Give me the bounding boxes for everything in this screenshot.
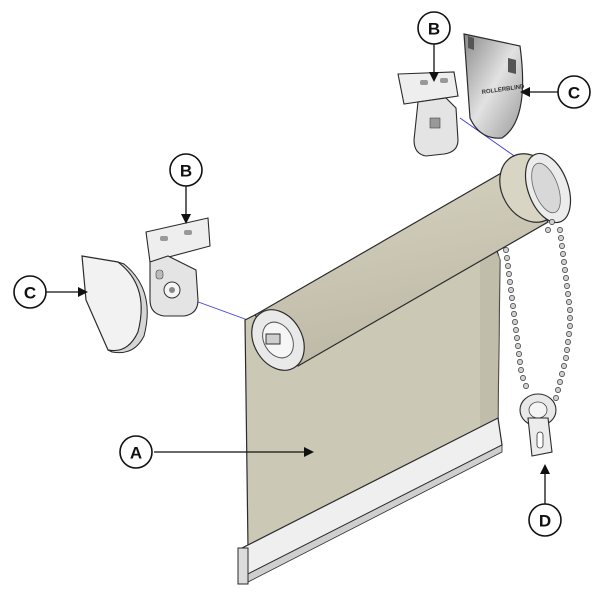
roller-tube <box>251 152 572 371</box>
callout-d: D <box>528 503 562 537</box>
top-right-end-cover: ROLLERBLIND <box>463 33 526 139</box>
callout-d-label: D <box>539 512 551 531</box>
callout-b-top: B <box>417 11 451 45</box>
callout-c-left-label: C <box>24 284 36 303</box>
left-bracket <box>145 217 211 317</box>
roller-pin <box>265 333 281 345</box>
bottom-bar-end <box>237 547 249 585</box>
callout-b-left: B <box>169 153 203 187</box>
guide-line-right <box>459 117 521 161</box>
callout-c-top-label: C <box>568 84 580 103</box>
roller-right-collar-inner <box>531 162 561 214</box>
callout-b-top-label: B <box>428 20 440 39</box>
bead-chain-icon <box>503 219 573 401</box>
left-end-cover <box>81 255 148 354</box>
callout-a: A <box>119 435 153 469</box>
callout-c-top: C <box>557 75 591 109</box>
callout-c-left: C <box>13 275 47 309</box>
callout-b-left-label: B <box>180 162 192 181</box>
callout-leaders <box>44 44 558 504</box>
top-right-bracket <box>397 71 459 157</box>
chain-control-icon <box>519 393 557 457</box>
callout-a-label: A <box>130 444 142 463</box>
fabric-shadow <box>470 205 500 428</box>
